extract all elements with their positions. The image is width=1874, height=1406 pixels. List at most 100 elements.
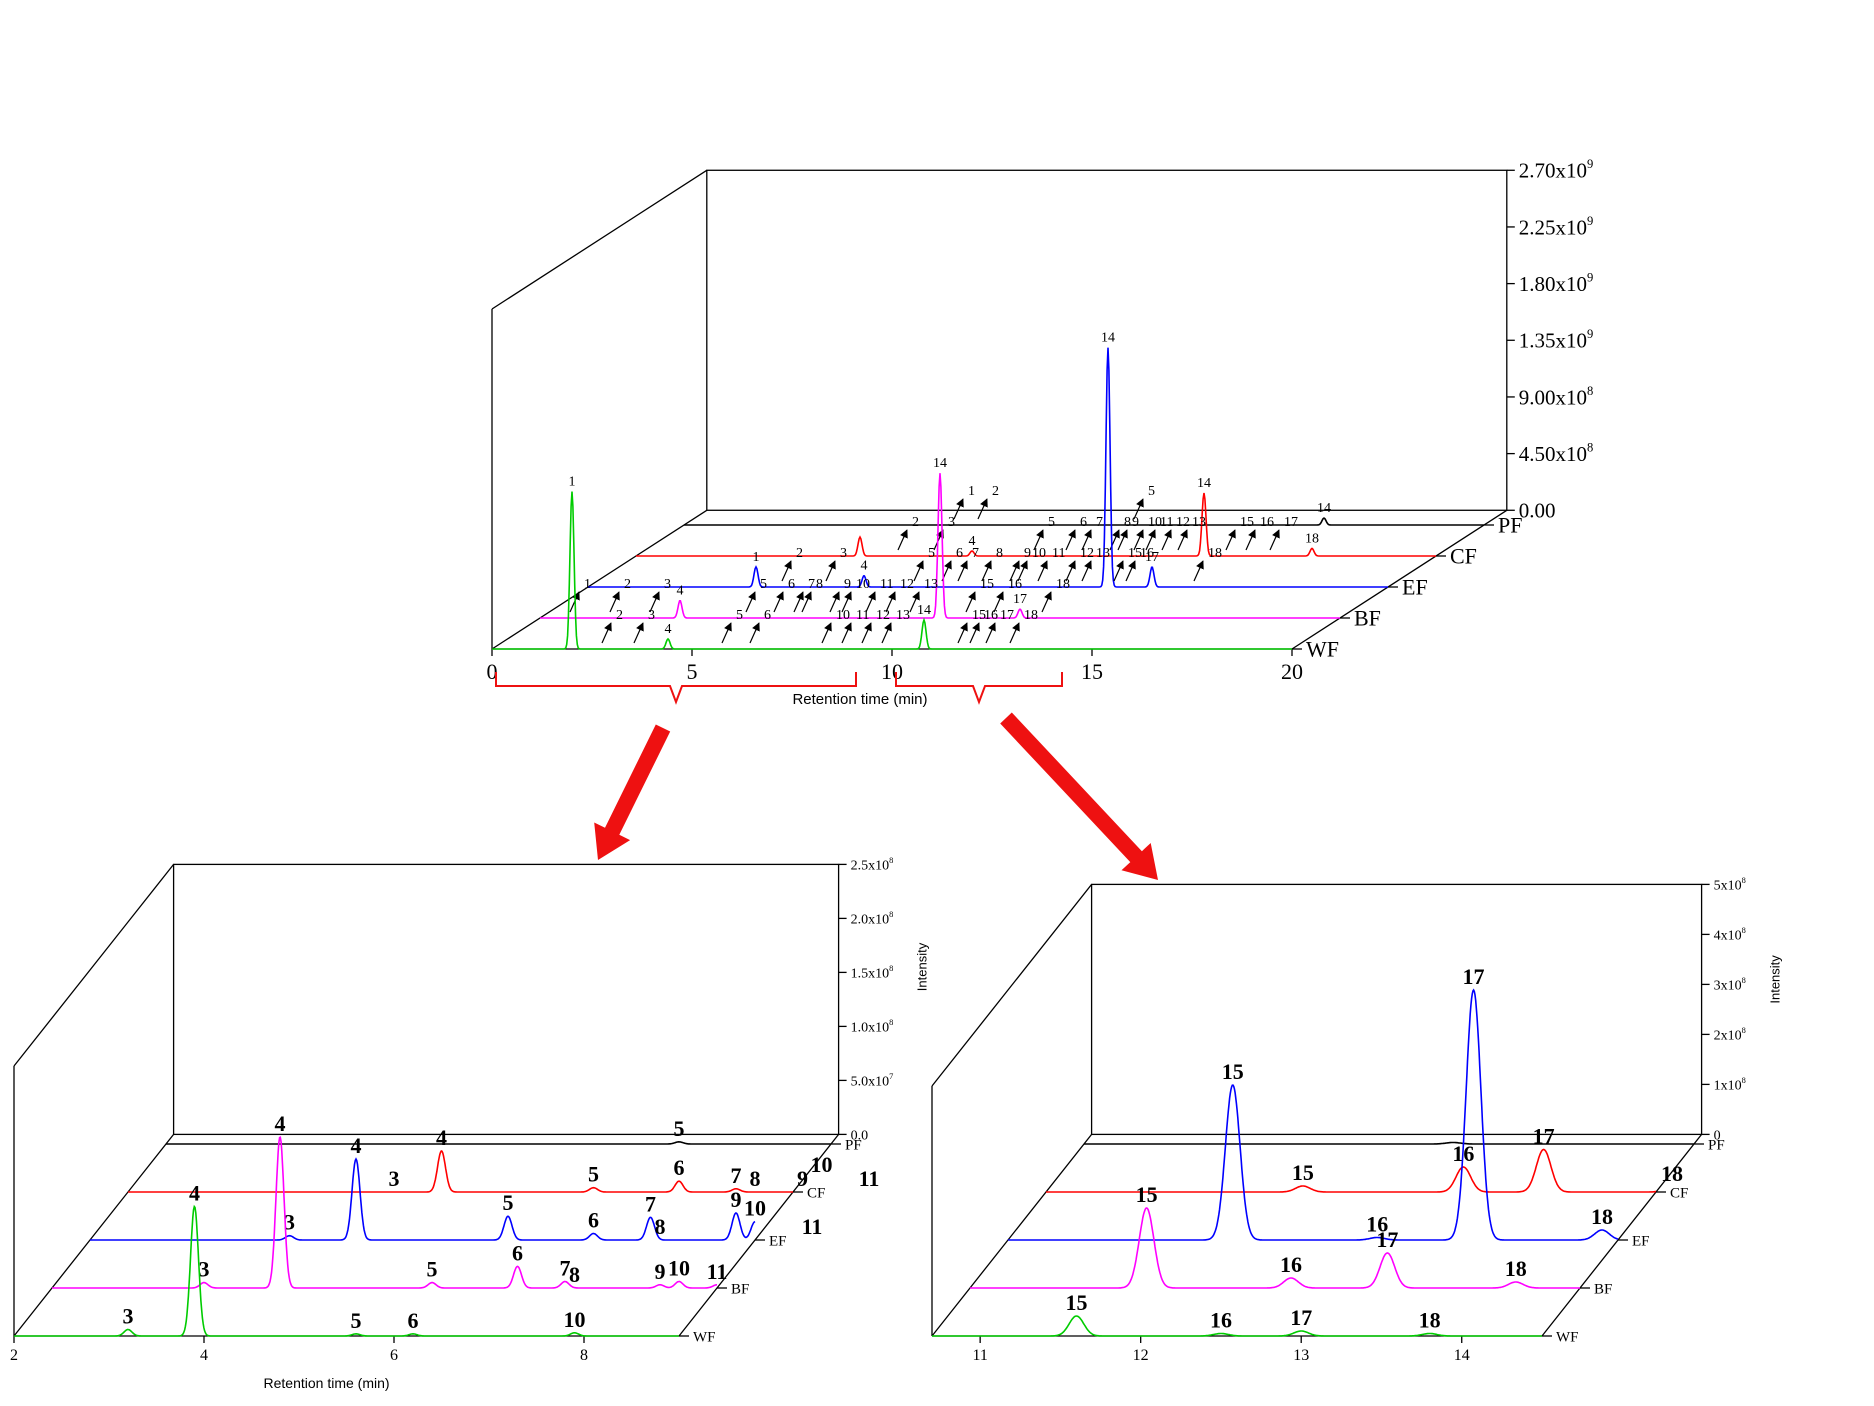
series-label-BF: BF — [1354, 606, 1381, 631]
peak-label: 18 — [1505, 1256, 1527, 1281]
peak-arrow — [1245, 529, 1256, 551]
peak-label: 16 — [1210, 1308, 1232, 1333]
peak-label: 8 — [655, 1214, 666, 1239]
peak-label: 12 — [876, 608, 890, 623]
y-tick-label: 1x108 — [1714, 1076, 1746, 1093]
y-tick-label: 1.35x109 — [1519, 327, 1594, 352]
peak-label: 11 — [707, 1259, 728, 1284]
x-tick-label: 8 — [580, 1347, 588, 1364]
peak-label: 6 — [408, 1308, 419, 1333]
trace-CF — [636, 492, 1436, 557]
peak-label: 11 — [1052, 546, 1065, 561]
series-label-CF: CF — [807, 1185, 825, 1201]
peak-arrow — [981, 560, 992, 582]
trace-CF — [1046, 1148, 1657, 1193]
floor-left-edge — [13, 1133, 175, 1337]
peak-arrow — [1125, 560, 1136, 582]
peak-arrow — [1065, 560, 1076, 582]
peak-label: 7 — [645, 1191, 656, 1216]
y-tick-label: 2x108 — [1714, 1026, 1746, 1043]
y-tick-label: 1.80x109 — [1519, 271, 1594, 296]
peak-arrow — [969, 622, 980, 644]
x-tick-label: 15 — [1081, 659, 1103, 684]
peak-arrow — [821, 622, 832, 644]
trace-EF — [588, 347, 1388, 588]
peak-label: 9 — [655, 1259, 666, 1284]
x-tick-label: 10 — [881, 659, 903, 684]
zoom-indicators — [495, 672, 1158, 880]
peak-label: 18 — [1305, 531, 1319, 546]
peak-label: 5 — [1048, 515, 1055, 530]
peak-label: 3 — [948, 515, 955, 530]
peak-arrow — [801, 591, 812, 613]
series-label-EF: EF — [769, 1233, 787, 1249]
peak-label: 1 — [569, 475, 576, 490]
peak-label: 17 — [1376, 1227, 1398, 1252]
peak-label: 2 — [796, 546, 803, 561]
peak-label: 14 — [1197, 476, 1211, 491]
peak-label: 4 — [351, 1133, 362, 1158]
series-label-EF: EF — [1402, 575, 1428, 600]
y-tick-label: 9.00x108 — [1519, 384, 1594, 409]
peak-arrow — [865, 591, 876, 613]
red-arrow-left — [594, 724, 671, 860]
peak-label: 10 — [856, 577, 870, 592]
peak-label: 10 — [1148, 515, 1162, 530]
left-top-edge — [491, 169, 708, 310]
peak-label: 7 — [560, 1256, 571, 1281]
peak-label: 14 — [1101, 331, 1115, 346]
peak-arrow — [1133, 498, 1144, 520]
peak-label: 17 — [1290, 1305, 1312, 1330]
peak-arrow — [1117, 529, 1128, 551]
peak-arrow — [793, 591, 804, 613]
peak-label: 17 — [1284, 515, 1298, 530]
peak-label: 9 — [731, 1187, 742, 1212]
peak-arrow — [1145, 529, 1156, 551]
peak-label: 14 — [917, 603, 931, 618]
peak-label: 18 — [1419, 1308, 1441, 1333]
trace-PF — [1084, 1141, 1694, 1145]
peak-label: 16 — [1260, 515, 1274, 530]
series-label-BF: BF — [731, 1281, 749, 1297]
peak-label: 6 — [512, 1240, 523, 1265]
peak-label: 5 — [588, 1162, 599, 1187]
peak-arrow — [861, 622, 872, 644]
peak-label: 11 — [856, 608, 869, 623]
peak-arrow — [781, 560, 792, 582]
series-label-WF: WF — [1556, 1329, 1579, 1345]
floor-right-edge — [1291, 509, 1508, 650]
series-label-WF: WF — [1306, 637, 1339, 662]
peak-arrow — [1177, 529, 1188, 551]
peak-label: 16 — [1140, 546, 1154, 561]
peak-label: 18 — [1208, 546, 1222, 561]
peak-arrow — [957, 560, 968, 582]
peak-arrow — [913, 560, 924, 582]
peak-arrow — [649, 591, 660, 613]
peak-label: 6 — [956, 546, 963, 561]
peak-arrow — [881, 622, 892, 644]
peak-arrow — [1041, 591, 1052, 613]
peak-label: 18 — [1661, 1161, 1683, 1186]
y-tick-label: 0.0 — [851, 1128, 869, 1143]
x-axis-label: Retention time (min) — [792, 691, 927, 708]
y-tick-label: 2.0x108 — [851, 910, 894, 927]
peak-label: 1 — [584, 577, 591, 592]
y-tick-label: 2.25x109 — [1519, 214, 1594, 239]
series-label-CF: CF — [1450, 544, 1477, 569]
peak-label: 2 — [616, 608, 623, 623]
peak-arrow — [1017, 560, 1028, 582]
peak-label: 4 — [275, 1111, 286, 1136]
trace-PF — [684, 517, 1484, 526]
peak-label: 10 — [744, 1196, 766, 1221]
x-tick-label: 4 — [200, 1347, 208, 1364]
peak-label: 4 — [189, 1180, 200, 1205]
peak-label: 6 — [788, 577, 795, 592]
peak-label: 8 — [816, 577, 823, 592]
y-tick-label: 1.0x108 — [851, 1018, 894, 1035]
peak-label: 5 — [1148, 484, 1155, 499]
peak-label: 8 — [996, 546, 1003, 561]
red-arrow-right — [1000, 712, 1158, 880]
peak-arrow — [1081, 529, 1092, 551]
peak-arrow — [601, 622, 612, 644]
series-label-EF: EF — [1632, 1233, 1650, 1249]
